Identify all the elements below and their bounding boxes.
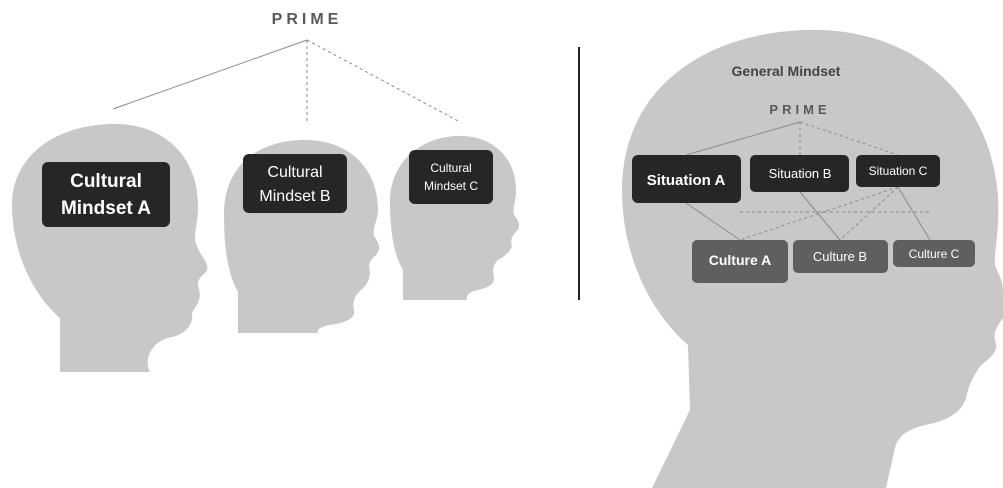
- general-mindset-title: General Mindset: [732, 63, 841, 79]
- mindset-a-line2: Mindset A: [61, 198, 151, 219]
- mindset-b-line1: Cultural: [267, 164, 322, 181]
- culture-a-label: Culture A: [709, 252, 771, 268]
- situation-culture-connectors: [685, 186, 931, 241]
- right-prime-label: PRIME: [769, 102, 830, 117]
- left-panel: PRIME Cultural Mindset A Cultural Mindse…: [12, 11, 520, 372]
- left-prime-label: PRIME: [272, 11, 343, 28]
- situation-c-box: Situation C: [856, 155, 940, 187]
- culture-b-label: Culture B: [813, 249, 867, 264]
- culture-c-box: Culture C: [893, 240, 975, 267]
- cultural-mindset-c-box: Cultural Mindset C: [409, 150, 493, 204]
- situation-b-label: Situation B: [769, 166, 832, 181]
- right-panel: General Mindset PRIME Situation A Situat…: [622, 29, 1003, 488]
- mindset-a-line1: Cultural: [70, 171, 142, 192]
- culture-c-label: Culture C: [909, 247, 960, 261]
- right-prime-connectors: [685, 121, 899, 156]
- prime-line-c: [306, 39, 461, 123]
- situation-c-label: Situation C: [869, 164, 928, 178]
- culture-a-box: Culture A: [692, 240, 788, 283]
- head-a-silhouette: [12, 123, 208, 372]
- situation-a-label: Situation A: [647, 172, 726, 189]
- situation-b-box: Situation B: [750, 155, 849, 192]
- mindset-c-line1: Cultural: [430, 161, 471, 175]
- cultural-mindset-b-box: Cultural Mindset B: [243, 154, 347, 213]
- prime-line-a: [112, 39, 308, 110]
- mindset-b-line2: Mindset B: [259, 188, 330, 205]
- culture-b-box: Culture B: [793, 240, 888, 273]
- mindset-c-line2: Mindset C: [424, 179, 478, 193]
- situation-a-box: Situation A: [632, 155, 741, 203]
- cultural-mindset-a-box: Cultural Mindset A: [42, 162, 170, 227]
